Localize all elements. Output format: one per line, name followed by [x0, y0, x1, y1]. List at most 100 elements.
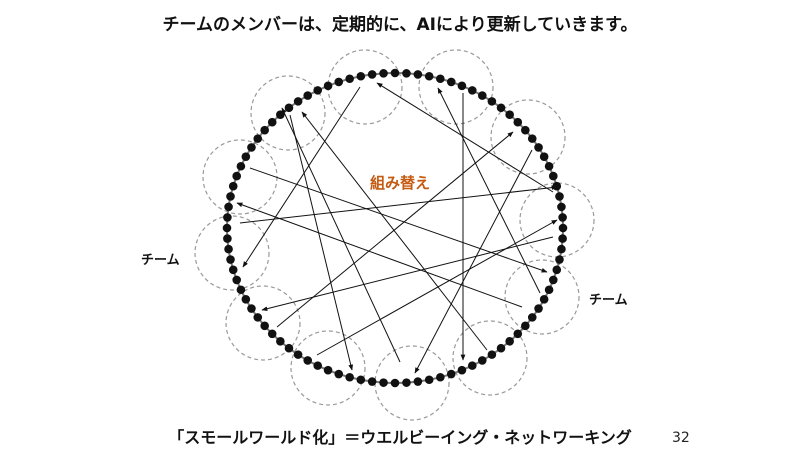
member-node [228, 181, 238, 191]
member-node [293, 350, 303, 359]
member-node [313, 361, 323, 370]
member-node [223, 234, 232, 243]
member-node [413, 377, 423, 386]
member-node [334, 369, 344, 379]
recombine-arrow [289, 114, 354, 371]
member-node [367, 377, 377, 386]
recombine-arrow [301, 111, 488, 351]
member-node [436, 372, 445, 382]
member-node [539, 152, 549, 161]
member-node [446, 77, 456, 87]
member-node [496, 103, 506, 113]
member-node [548, 171, 558, 181]
member-node [555, 255, 564, 264]
slide-footer: 「スモールワールド化」＝ウエルビーイング・ネットワーキング [168, 428, 632, 447]
member-node [402, 378, 411, 387]
member-node [253, 134, 263, 143]
member-node [544, 161, 554, 171]
member-node [323, 365, 333, 375]
member-node [446, 369, 456, 379]
recombine-arrow [281, 107, 401, 363]
member-node [228, 265, 238, 275]
recombine-arrow [437, 87, 541, 294]
member-node [424, 71, 434, 81]
member-node [467, 86, 477, 95]
member-node [356, 375, 366, 385]
member-node [267, 117, 277, 127]
recombine-label: 組み替え [370, 174, 431, 192]
member-node [487, 350, 497, 359]
member-node [513, 329, 523, 339]
member-node [521, 321, 530, 331]
member-node [477, 91, 487, 100]
team-label-left: チーム [141, 253, 180, 268]
member-node [505, 110, 514, 120]
member-node [222, 223, 232, 233]
member-node [558, 234, 567, 243]
member-node [436, 74, 445, 84]
member-node [457, 81, 467, 91]
member-node [253, 313, 263, 322]
team-circle [418, 49, 494, 125]
recombine-arrow [414, 149, 533, 374]
member-node [345, 74, 354, 84]
member-node [379, 378, 388, 387]
recombine-arrow [239, 185, 558, 224]
member-node [232, 171, 242, 181]
page-number: 32 [672, 430, 690, 446]
member-node [284, 103, 294, 113]
team-circle [225, 285, 301, 361]
member-node [232, 275, 242, 285]
member-node [267, 329, 277, 339]
member-node [224, 244, 233, 254]
member-node [303, 91, 313, 100]
member-node [521, 125, 530, 135]
member-node [379, 69, 388, 78]
member-node [247, 304, 256, 313]
member-node [534, 143, 543, 152]
team-circle [290, 330, 366, 406]
recombine-arrow [276, 131, 514, 328]
member-node [390, 378, 400, 388]
member-node [367, 70, 377, 79]
member-node [276, 110, 285, 120]
member-node [552, 181, 562, 191]
member-node [402, 69, 411, 78]
member-node [424, 375, 434, 385]
member-node [527, 134, 537, 143]
team-circle [194, 215, 270, 291]
member-node [477, 356, 487, 365]
member-node [467, 361, 477, 370]
member-node [236, 161, 246, 171]
member-node [241, 295, 251, 304]
member-node [457, 365, 467, 375]
team-circle [504, 259, 580, 335]
member-node [224, 202, 233, 212]
member-node [226, 255, 235, 264]
member-node [505, 336, 514, 346]
member-node [487, 97, 497, 106]
member-node [558, 213, 567, 222]
member-node [557, 244, 566, 254]
member-node [555, 192, 564, 201]
team-circle [250, 75, 326, 151]
recombine-arrow [316, 219, 558, 356]
member-node [557, 202, 566, 212]
member-node [284, 343, 294, 353]
recombine-arrow [376, 82, 554, 193]
member-node [539, 295, 549, 304]
member-node [356, 71, 366, 81]
member-node [293, 97, 303, 106]
member-node [313, 86, 323, 95]
member-node [323, 81, 333, 91]
member-node [552, 265, 562, 275]
member-node [334, 77, 344, 87]
member-node [241, 152, 251, 161]
recombine-arrow [236, 202, 523, 308]
team-circle [327, 49, 403, 125]
team-label-right: チーム [589, 293, 628, 308]
member-node [236, 285, 246, 295]
member-node [260, 321, 269, 331]
recombine-arrow [249, 167, 548, 273]
